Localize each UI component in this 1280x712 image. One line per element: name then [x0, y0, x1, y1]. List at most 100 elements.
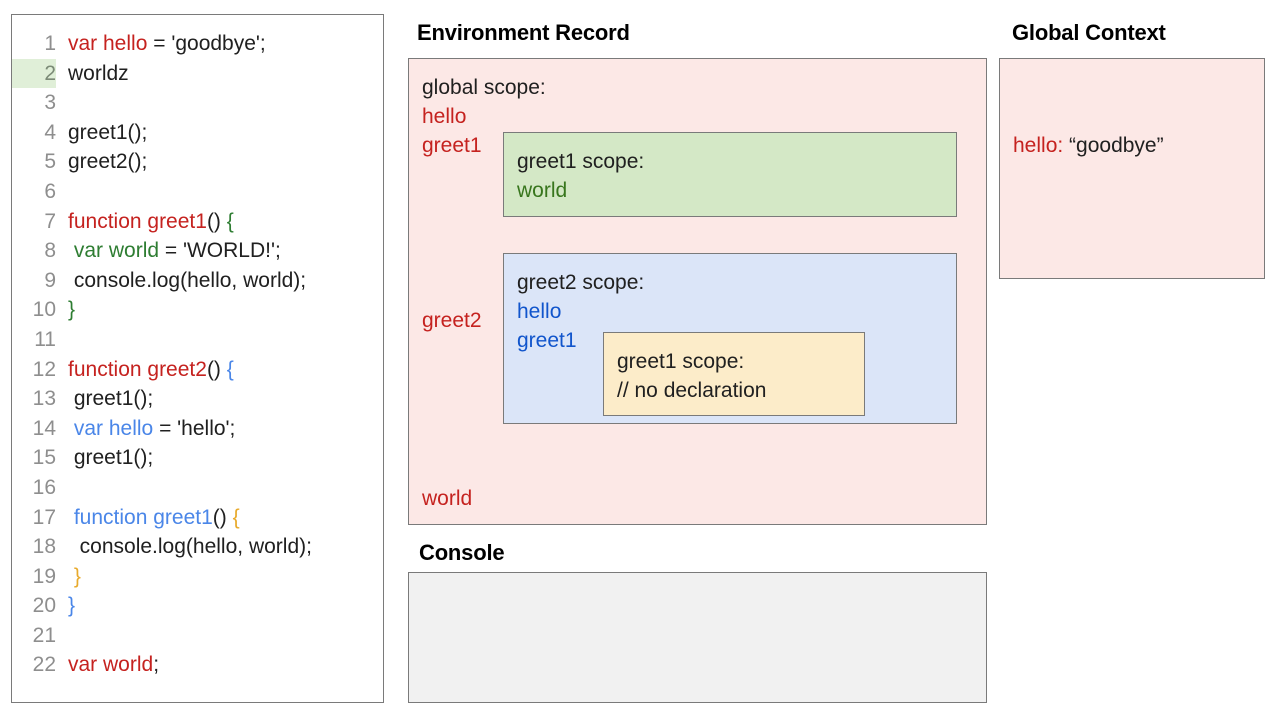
line-number: 11 — [34, 327, 56, 351]
global-binding-hello: hello — [422, 105, 467, 128]
code-line[interactable]: 14 var hello = 'hello'; — [12, 414, 383, 444]
line-number: 22 — [32, 653, 56, 677]
console-panel[interactable] — [408, 572, 987, 703]
code-line[interactable]: 15 greet1(); — [12, 443, 383, 473]
code-token: { — [226, 357, 234, 381]
code-line-text: var hello = 'goodbye'; — [56, 29, 266, 59]
line-number: 4 — [44, 120, 56, 144]
line-number: 2 — [12, 58, 56, 89]
greet2-scope-box: greet2 scope: hello greet1 greet1 scope:… — [503, 253, 957, 424]
code-line-text: var hello = 'hello'; — [56, 414, 236, 444]
environment-record-title: Environment Record — [417, 20, 630, 45]
line-number: 12 — [32, 357, 56, 381]
code-line[interactable]: 16 — [12, 473, 383, 503]
code-line[interactable]: 9 console.log(hello, world); — [12, 266, 383, 296]
console-output — [409, 573, 986, 593]
code-line-text: console.log(hello, world); — [56, 266, 306, 296]
code-token: greet2(); — [68, 150, 148, 174]
code-token: = 'WORLD!'; — [159, 239, 281, 263]
code-token: } — [73, 564, 81, 588]
code-token: { — [232, 505, 240, 529]
code-line-text: } — [56, 562, 81, 592]
code-token: console.log(hello, world); — [68, 535, 312, 559]
greet1-scope-box: greet1 scope: world — [503, 132, 957, 217]
code-token: ; — [153, 653, 160, 677]
global-context-entry-key: hello: — [1013, 134, 1064, 157]
code-token: worldz — [68, 61, 129, 85]
code-line[interactable]: 8 var world = 'WORLD!'; — [12, 236, 383, 266]
console-title: Console — [419, 540, 505, 565]
line-number: 21 — [32, 623, 56, 647]
code-token: = 'hello'; — [153, 416, 236, 440]
greet1-inner-scope-note: // no declaration — [617, 379, 767, 402]
global-scope-bindings: global scope: hello greet1 — [422, 73, 546, 160]
code-line[interactable]: 21 — [12, 621, 383, 651]
code-token: function greet1 — [73, 505, 213, 529]
code-token: } — [68, 298, 76, 322]
line-number: 5 — [44, 150, 56, 174]
code-line-text: greet1(); — [56, 384, 153, 414]
code-line[interactable]: 10} — [12, 295, 383, 325]
code-line-text: function greet2() { — [56, 355, 234, 385]
code-token: greet1(); — [68, 120, 148, 144]
line-number: 7 — [44, 209, 56, 233]
line-number: 3 — [44, 91, 56, 115]
code-line-text: greet1(); — [56, 443, 153, 473]
line-number: 8 — [44, 239, 56, 263]
line-number: 19 — [32, 564, 56, 588]
line-number: 9 — [44, 268, 56, 292]
global-context-title: Global Context — [1012, 20, 1166, 45]
code-line-text: } — [56, 591, 75, 621]
greet1-inner-scope-heading: greet1 scope: — [617, 350, 745, 373]
greet1-inner-scope-bindings: greet1 scope: // no declaration — [617, 347, 766, 405]
line-number: 1 — [44, 32, 56, 55]
code-line[interactable]: 19 } — [12, 562, 383, 592]
global-context-entry-value: “goodbye” — [1063, 134, 1164, 157]
global-binding-greet2: greet2 — [422, 309, 482, 332]
code-token: () — [206, 357, 227, 381]
global-binding-world: world — [422, 487, 473, 510]
line-number: 6 — [44, 179, 56, 203]
line-number: 15 — [32, 446, 56, 470]
line-number: 13 — [32, 387, 56, 411]
code-line[interactable]: 6 — [12, 177, 383, 207]
code-line[interactable]: 13 greet1(); — [12, 384, 383, 414]
code-line[interactable]: 3 — [12, 88, 383, 118]
code-line[interactable]: 17 function greet1() { — [12, 503, 383, 533]
code-line-text: var world = 'WORLD!'; — [56, 236, 281, 266]
code-line[interactable]: 11 — [12, 325, 383, 355]
global-context-entry: hello: “goodbye” — [1013, 131, 1164, 160]
code-line-text: var world; — [56, 650, 159, 680]
code-token: var world — [73, 239, 160, 263]
code-token: greet1(); — [68, 446, 154, 470]
code-line[interactable]: 18 console.log(hello, world); — [12, 532, 383, 562]
line-number: 16 — [32, 475, 56, 499]
greet2-binding-hello: hello — [517, 300, 562, 323]
code-line-text: function greet1() { — [56, 207, 234, 237]
code-line[interactable]: 2 worldz — [12, 58, 383, 89]
code-token: var hello — [73, 416, 154, 440]
environment-record-panel: global scope: hello greet1 greet2 world … — [408, 58, 987, 525]
greet2-binding-greet1: greet1 — [517, 329, 577, 352]
greet1-scope-heading: greet1 scope: — [517, 150, 645, 173]
line-number: 20 — [32, 594, 56, 618]
code-token: var world — [68, 653, 154, 677]
code-line[interactable]: 4 greet1(); — [12, 118, 383, 148]
code-token: console.log(hello, world); — [68, 268, 307, 292]
line-number: 14 — [32, 416, 56, 440]
code-line-text: worldz — [56, 59, 129, 89]
greet1-binding-world: world — [517, 179, 568, 202]
global-scope-heading: global scope: — [422, 76, 546, 99]
code-token: () — [206, 209, 227, 233]
code-line[interactable]: 20} — [12, 591, 383, 621]
code-token: { — [226, 209, 234, 233]
line-number: 18 — [32, 535, 56, 559]
code-line-text: console.log(hello, world); — [56, 532, 312, 562]
code-line[interactable]: 5 greet2(); — [12, 147, 383, 177]
